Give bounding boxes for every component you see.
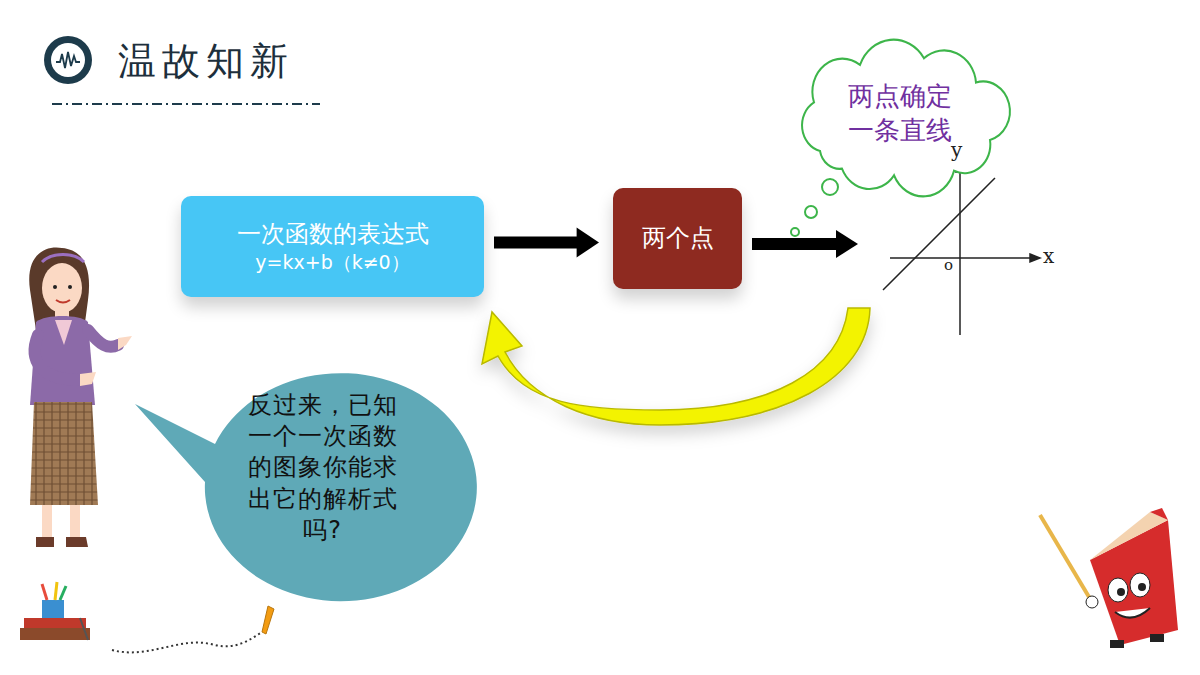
node-text: y=kx+b（k≠0）: [255, 250, 409, 275]
speech-bubble: 反过来，已知一个一次函数的图象你能求出它的解析式吗?: [185, 352, 460, 584]
books-icon: [20, 582, 90, 640]
cloud-path: [802, 40, 1010, 197]
expression-box: 一次函数的表达式y=kx+b（k≠0）: [181, 196, 484, 297]
node-text: 两点确定 一条直线: [845, 80, 955, 148]
title-icon: [44, 36, 92, 84]
axis-label: y: [951, 138, 962, 162]
axis-label: x: [1043, 244, 1054, 268]
thought-dots: [791, 179, 838, 236]
teacher-figure: [29, 247, 132, 547]
node-text: 反过来，已知一个一次函数的图象你能求出它的解析式吗?: [248, 390, 398, 546]
origin-label: o: [944, 256, 953, 274]
page-title: 温故知新: [118, 36, 294, 87]
small-pencil: [262, 606, 274, 634]
pencil-character: [1040, 508, 1178, 648]
flow-arrow: [494, 228, 599, 258]
title-rule: [52, 103, 320, 105]
node-text: 一次函数的表达式: [237, 219, 429, 250]
cloud-outline: [792, 45, 1008, 183]
arrow-head: [577, 228, 599, 258]
dotted-squiggle: [112, 632, 262, 652]
points-box: 两个点: [613, 188, 742, 289]
black-arrow: [752, 230, 858, 258]
node-text: 两个点: [642, 223, 714, 254]
bubble-path: [135, 373, 477, 601]
arrow-shaft: [494, 237, 579, 249]
return-arrow: [482, 308, 870, 425]
thought-cloud: 两点确定 一条直线: [792, 45, 1008, 183]
